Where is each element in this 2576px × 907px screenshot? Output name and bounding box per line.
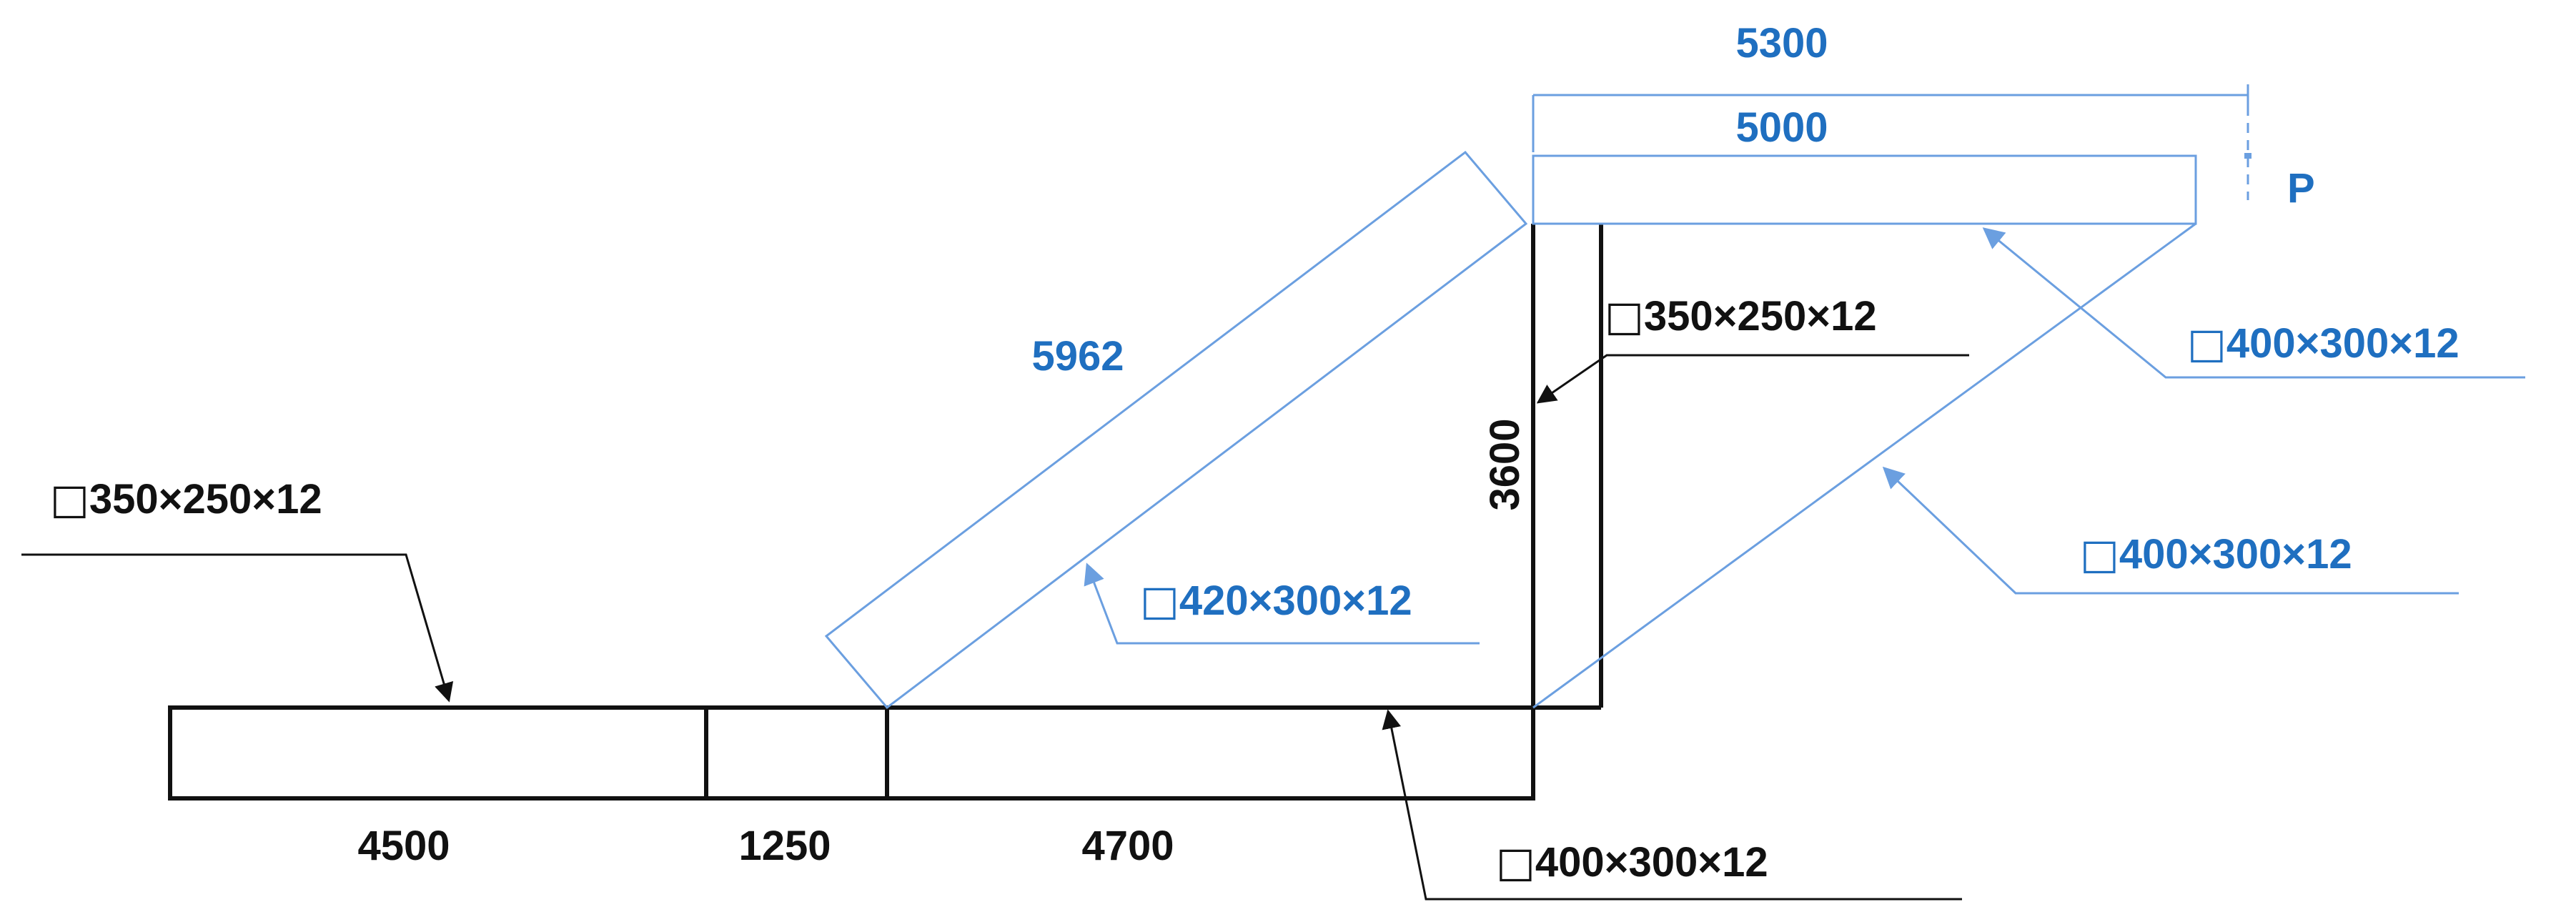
box-section-icon: □ — [2080, 530, 2119, 578]
dim-3600-label: 3600 — [1482, 418, 1528, 510]
section-top-beam-label: □400×300×12 — [2187, 319, 2459, 367]
right-diagonal-brace — [1532, 222, 2196, 709]
box-section-icon: □ — [1496, 838, 1535, 886]
leader-diag-right — [1882, 466, 2459, 595]
leader-top-beam — [1982, 227, 2525, 379]
dim-1250-label: 1250 — [738, 823, 831, 869]
top-beam — [1532, 154, 2197, 225]
dim-4700-label: 4700 — [1081, 823, 1174, 869]
leader-column — [1536, 354, 1969, 404]
dim-5962-label: 5962 — [1031, 333, 1124, 380]
base-beam — [168, 705, 1535, 801]
left-diagonal-brace — [824, 150, 1528, 710]
column — [1531, 224, 1603, 798]
base-beam-outline — [168, 705, 1535, 801]
section-bottom-right-label: □400×300×12 — [1496, 838, 1768, 886]
box-section-icon: □ — [1140, 576, 1179, 625]
box-section-icon: □ — [50, 475, 89, 523]
section-diag-left-label: □420×300×12 — [1140, 576, 1412, 625]
leader-bottom-left — [21, 553, 454, 703]
point-p-label: P — [2287, 165, 2315, 212]
box-section-icon: □ — [2187, 319, 2226, 367]
leader-diag-left — [1084, 562, 1480, 645]
dim-4500-label: 4500 — [357, 823, 450, 869]
section-diag-right-label: □400×300×12 — [2080, 530, 2352, 578]
dim-5300-label: 5300 — [1735, 20, 1828, 66]
section-bottom-left-label: □350×250×12 — [50, 475, 322, 523]
blue-leaders — [1084, 227, 2525, 645]
section-column-label: □350×250×12 — [1605, 292, 1877, 340]
dim-5000-label: 5000 — [1735, 104, 1828, 151]
black-leaders — [21, 354, 1969, 901]
leader-bottom-right — [1382, 709, 1962, 901]
box-section-icon: □ — [1605, 292, 1644, 340]
blue-members — [824, 84, 2251, 710]
